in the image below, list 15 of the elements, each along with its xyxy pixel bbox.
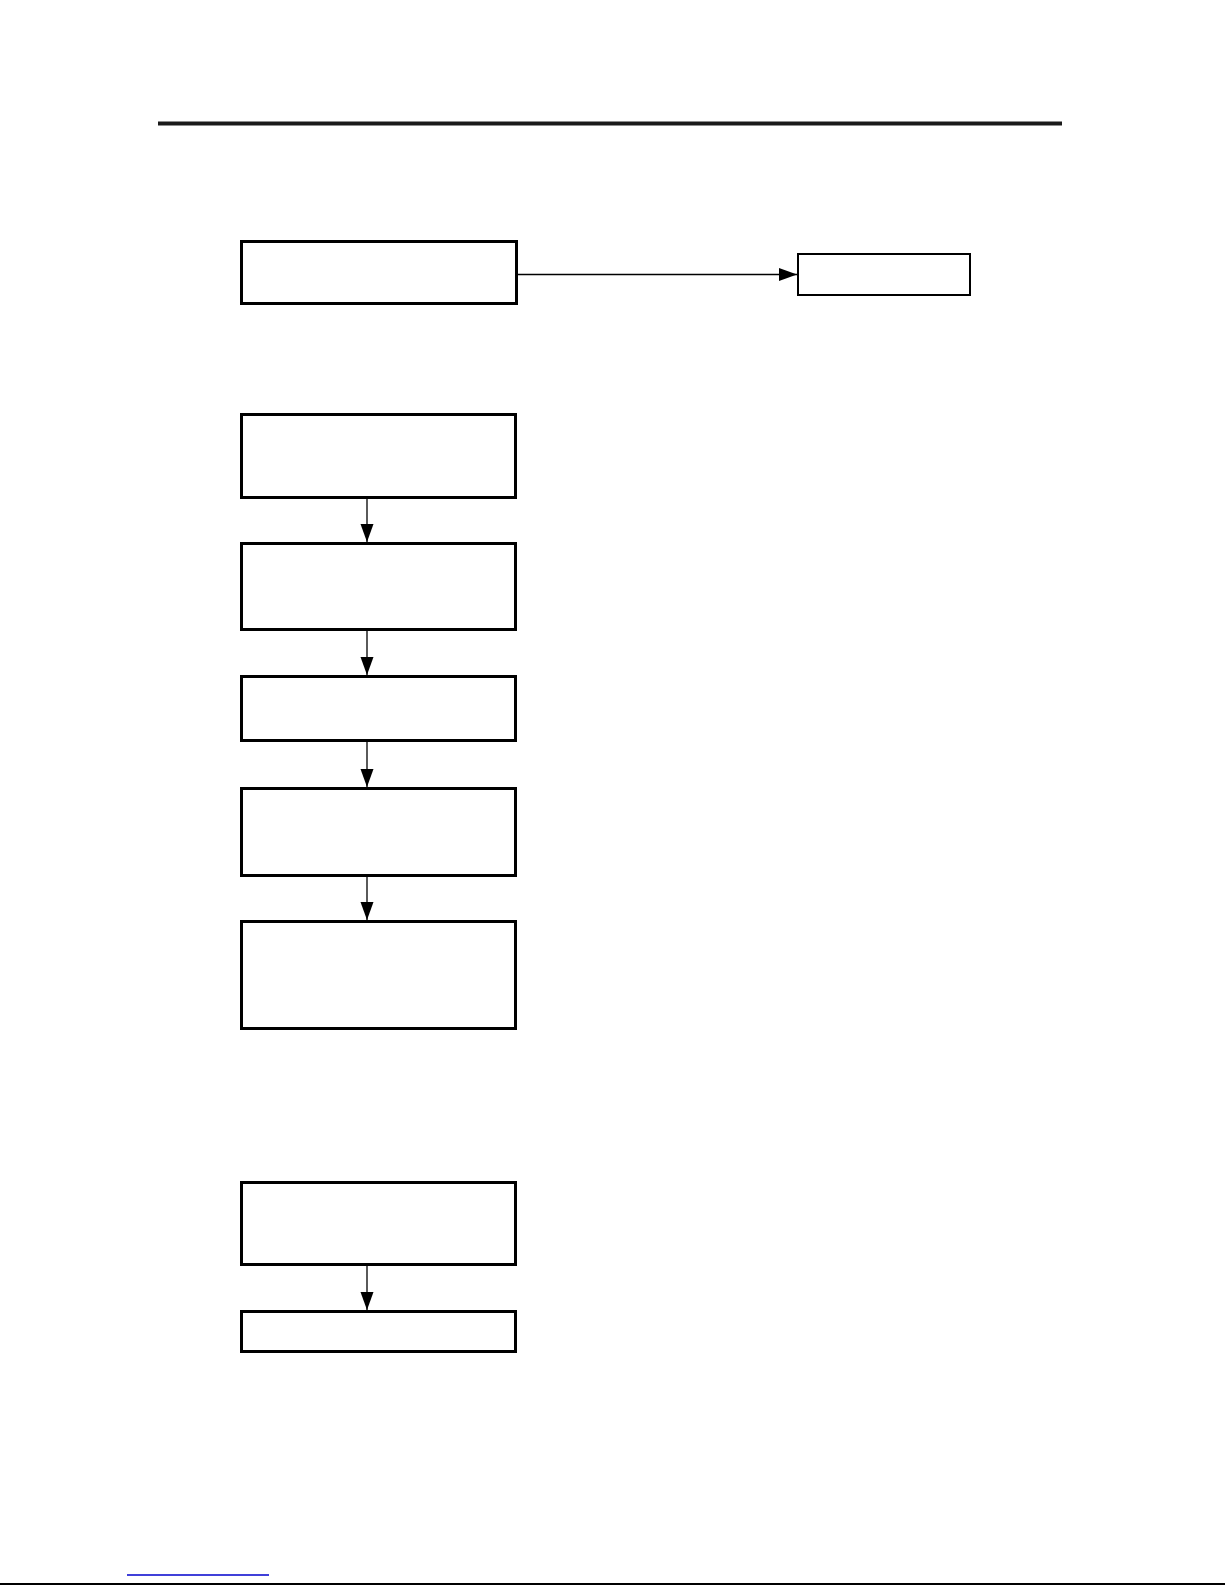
process-box (240, 413, 517, 499)
process-box (797, 253, 971, 296)
arrow (360, 498, 374, 543)
arrow (517, 268, 798, 281)
arrow (360, 1265, 374, 1311)
process-box (240, 675, 517, 742)
process-box (240, 542, 517, 631)
arrow (360, 741, 374, 788)
arrow (360, 876, 374, 921)
process-box (240, 787, 517, 877)
process-box (240, 1310, 517, 1353)
arrow (360, 630, 374, 676)
process-box (240, 1181, 517, 1266)
process-box (240, 240, 518, 305)
process-box (240, 920, 517, 1030)
